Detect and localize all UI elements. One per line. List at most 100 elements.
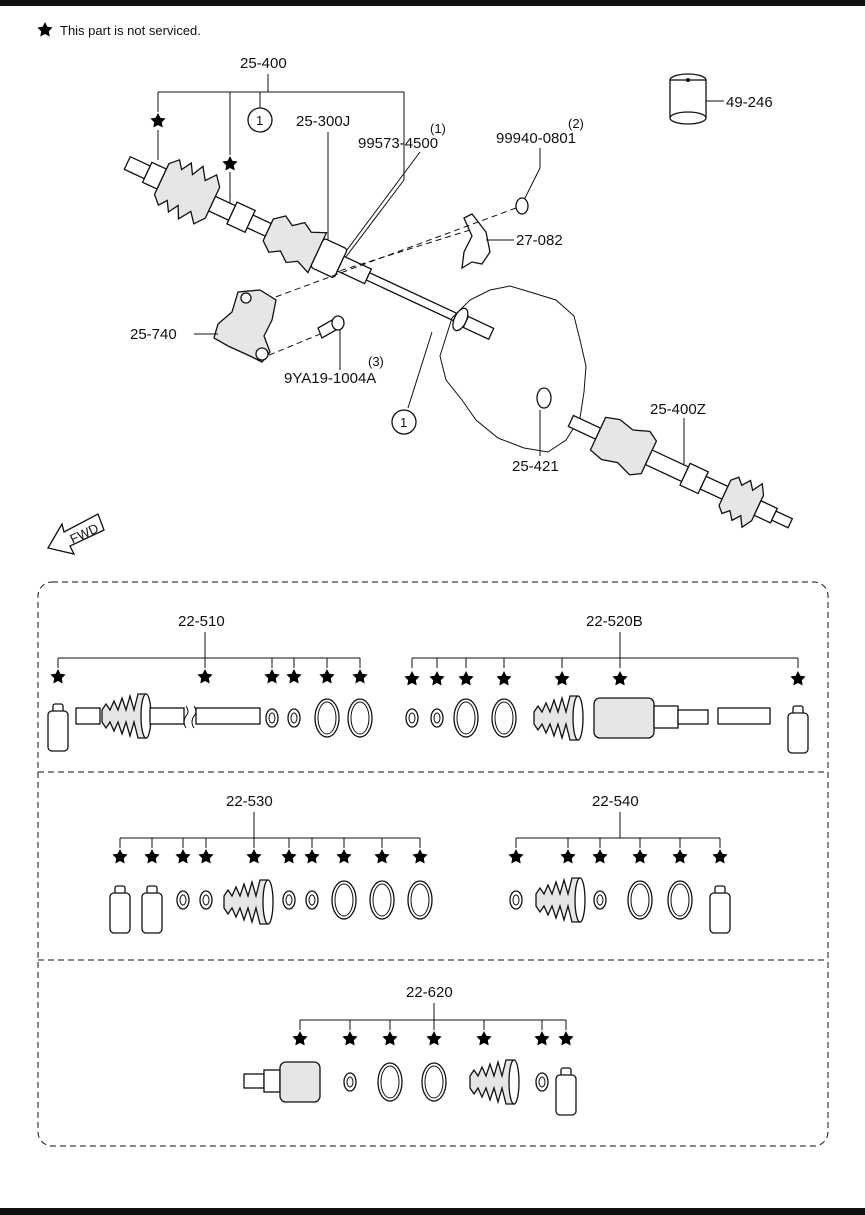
cv-boot xyxy=(223,879,274,925)
star-icon xyxy=(560,849,576,864)
star-icon xyxy=(632,849,648,864)
star-icon xyxy=(112,849,128,864)
leader-line xyxy=(335,179,405,271)
label-25-400: 25-400 xyxy=(240,55,287,72)
diagram-shape xyxy=(770,510,794,529)
upper-assembly: 25-400 1 25-300J (1) 99573-4500 xyxy=(46,55,794,555)
clip-ring xyxy=(282,890,296,910)
star-icon xyxy=(672,849,688,864)
leader-line xyxy=(261,329,331,359)
star-icon xyxy=(198,849,214,864)
diagram-shape xyxy=(263,1069,281,1093)
star-icon xyxy=(281,849,297,864)
star-icon xyxy=(790,671,806,686)
label-9ya19-1004a: 9YA19-1004A xyxy=(284,370,376,387)
diagram-shape xyxy=(149,707,185,725)
right-drive-shaft xyxy=(567,414,794,529)
label-22-530: 22-530 xyxy=(226,793,273,810)
legend-text: This part is not serviced. xyxy=(60,23,201,38)
label-99573-4500: 99573-4500 xyxy=(358,135,438,152)
callout-1-bottom-text: 1 xyxy=(400,415,407,430)
diagram-shape xyxy=(669,111,707,125)
star-icon xyxy=(592,849,608,864)
top-border xyxy=(0,0,865,6)
grease-bottle xyxy=(141,885,163,934)
leader-line xyxy=(337,151,421,263)
star-icon xyxy=(508,849,524,864)
grease-bottle xyxy=(709,885,731,934)
star-icon xyxy=(558,1031,574,1046)
diagram-shape xyxy=(567,414,602,440)
star-icon xyxy=(554,671,570,686)
fwd-arrow-icon: FWD xyxy=(46,513,105,555)
clip-ring xyxy=(593,890,607,910)
label-22-510: 22-510 xyxy=(178,613,225,630)
kit-22-620: 22-620 xyxy=(243,984,577,1116)
star-icon xyxy=(175,849,191,864)
kit-panel-frame xyxy=(37,581,829,1147)
bearing-support-25-740 xyxy=(213,289,277,363)
clip-ring xyxy=(265,708,279,728)
diagram-shape xyxy=(183,705,197,729)
star-icon xyxy=(144,849,160,864)
star-icon xyxy=(712,849,728,864)
diagram-shape xyxy=(195,707,261,725)
star-icon xyxy=(319,669,335,684)
label-25-421: 25-421 xyxy=(512,458,559,475)
cv-boot xyxy=(469,1059,520,1105)
label-22-540: 22-540 xyxy=(592,793,639,810)
callout-1-top xyxy=(247,107,273,133)
star-icon xyxy=(476,1031,492,1046)
kit-22-510: 22-510 xyxy=(47,613,373,752)
transaxle-outline xyxy=(439,285,587,453)
kit-22-540: 22-540 xyxy=(508,793,731,934)
star-icon xyxy=(304,849,320,864)
star-icon xyxy=(37,22,53,37)
diagram-shape xyxy=(46,513,105,555)
star-icon xyxy=(246,849,262,864)
clip-ring xyxy=(176,890,190,910)
label-25-400z: 25-400Z xyxy=(650,401,706,418)
leader-line xyxy=(335,229,471,273)
bottom-border xyxy=(0,1208,865,1215)
star-icon xyxy=(458,671,474,686)
star-icon xyxy=(150,113,166,128)
kit-22-520b: 22-520B xyxy=(404,613,809,754)
boot-band xyxy=(627,880,653,920)
clip-ring xyxy=(535,1072,549,1092)
diagram-shape xyxy=(653,705,679,729)
star-icon xyxy=(412,849,428,864)
grease-bottle xyxy=(787,705,809,754)
star-icon xyxy=(264,669,280,684)
qty-99573: (1) xyxy=(430,121,446,136)
star-icon xyxy=(496,671,512,686)
leader-line xyxy=(523,167,541,201)
cv-boot xyxy=(101,693,152,739)
star-icon xyxy=(342,1031,358,1046)
left-drive-shaft xyxy=(123,155,495,341)
star-icon xyxy=(50,669,66,684)
snap-ring-25-421 xyxy=(536,387,552,409)
star-icon xyxy=(426,1031,442,1046)
diagram-shape xyxy=(243,1073,265,1089)
diagram-shape xyxy=(262,215,328,274)
clip-ring xyxy=(287,708,301,728)
clip-ring xyxy=(509,890,523,910)
label-22-520b: 22-520B xyxy=(586,613,643,630)
diagram-shape xyxy=(331,315,345,331)
callout-1-bottom xyxy=(391,409,417,435)
star-icon xyxy=(336,849,352,864)
clip-ring xyxy=(430,708,444,728)
label-25-740: 25-740 xyxy=(130,326,177,343)
diagram-shape xyxy=(717,707,771,725)
grease-bottle xyxy=(47,703,69,752)
boot-band xyxy=(407,880,433,920)
label-49-246: 49-246 xyxy=(726,94,773,111)
label-99940-0801: 99940-0801 xyxy=(496,130,576,147)
diagram-shape xyxy=(213,289,277,363)
diagram-shape xyxy=(240,292,252,304)
diagram-shape xyxy=(255,347,269,361)
boot-band xyxy=(377,1062,403,1102)
boot-band xyxy=(421,1062,447,1102)
part-49-246 xyxy=(669,73,707,125)
